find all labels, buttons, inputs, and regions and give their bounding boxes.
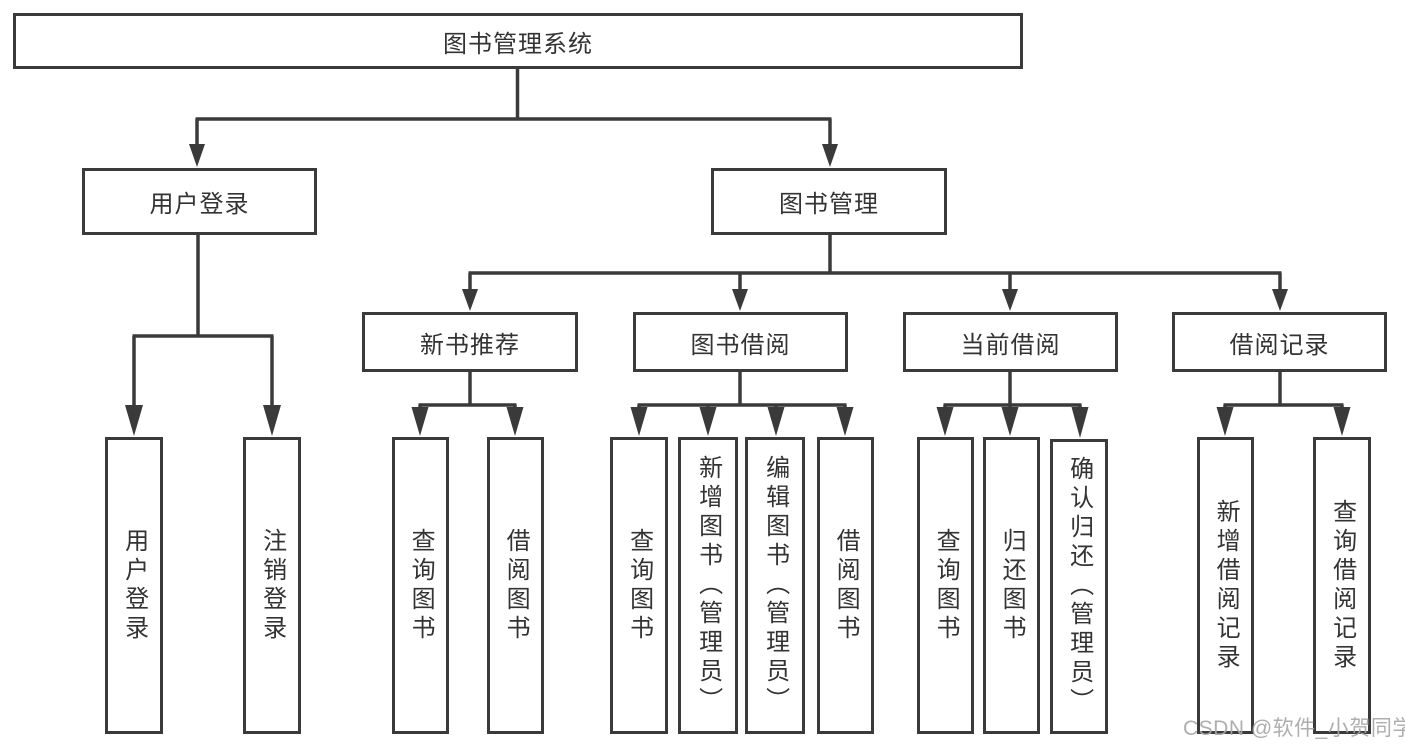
leaf-query-book-borrow-label: 查询图书 xyxy=(625,527,653,644)
arrowhead xyxy=(836,407,854,436)
leaf-query-book-borrow: 查询图书 xyxy=(610,437,668,734)
connector-new-book-branch xyxy=(411,372,524,436)
node-new-book-recommend: 新书推荐 xyxy=(362,312,578,372)
leaf-add-borrow-record: 新增借阅记录 xyxy=(1197,437,1254,734)
leaf-add-book-admin: 新增图书（管理员） xyxy=(678,437,738,734)
csdn-watermark: CSDN @软件_小贺同学 xyxy=(1183,717,1405,740)
node-book-management-label: 图书管理 xyxy=(779,191,879,218)
leaf-query-book-recommend: 查询图书 xyxy=(392,437,449,734)
leaf-query-book-current: 查询图书 xyxy=(917,437,974,734)
node-book-borrow-label: 图书借阅 xyxy=(690,331,791,359)
arrowhead xyxy=(822,144,838,167)
node-borrow-record: 借阅记录 xyxy=(1172,312,1387,372)
arrowhead xyxy=(462,289,478,311)
arrowhead xyxy=(630,407,648,436)
arrowhead xyxy=(263,405,281,436)
arrowhead xyxy=(1002,289,1018,311)
leaf-query-borrow-record: 查询借阅记录 xyxy=(1313,437,1371,734)
leaf-query-book-recommend-label: 查询图书 xyxy=(407,527,435,644)
leaf-borrow-book-label: 借阅图书 xyxy=(832,527,860,644)
arrowhead xyxy=(1001,407,1019,436)
arrowhead xyxy=(189,144,205,167)
leaf-confirm-return-admin-label: 确认归还（管理员） xyxy=(1065,456,1093,717)
node-root-label: 图书管理系统 xyxy=(443,30,593,58)
arrowhead xyxy=(936,407,954,436)
leaf-edit-book-admin-label: 编辑图书（管理员） xyxy=(761,455,789,716)
connector-current-borrow-branch xyxy=(936,372,1089,438)
node-new-book-recommend-label: 新书推荐 xyxy=(420,331,520,359)
leaf-borrow-book: 借阅图书 xyxy=(817,437,874,734)
arrowhead xyxy=(699,407,717,436)
node-user-login: 用户登录 xyxy=(82,168,317,235)
leaf-return-book: 归还图书 xyxy=(983,437,1040,734)
leaf-logout-login-label: 注销登录 xyxy=(258,527,286,644)
node-user-login-label: 用户登录 xyxy=(149,191,250,218)
node-book-management: 图书管理 xyxy=(711,168,947,235)
connector-root-branch xyxy=(189,67,838,167)
node-book-borrow: 图书借阅 xyxy=(633,312,848,372)
connector-user-login-branch xyxy=(125,235,281,436)
connector-borrow-record-branch xyxy=(1216,372,1351,436)
leaf-add-borrow-record-label: 新增借阅记录 xyxy=(1212,498,1240,673)
leaf-query-book-current-label: 查询图书 xyxy=(932,527,960,644)
arrowhead xyxy=(1333,407,1351,436)
connector-book-management-branch xyxy=(462,235,1288,311)
leaf-borrow-book-recommend-label: 借阅图书 xyxy=(502,527,530,644)
leaf-borrow-book-recommend: 借阅图书 xyxy=(487,437,544,734)
node-current-borrow-label: 当前借阅 xyxy=(960,331,1061,359)
connector-book-borrow-branch xyxy=(630,372,854,436)
leaf-query-borrow-record-label: 查询借阅记录 xyxy=(1328,498,1356,673)
node-borrow-record-label: 借阅记录 xyxy=(1229,331,1330,359)
arrowhead xyxy=(1071,407,1089,438)
node-root: 图书管理系统 xyxy=(13,13,1023,69)
leaf-confirm-return-admin: 确认归还（管理员） xyxy=(1050,439,1108,734)
leaf-return-book-label: 归还图书 xyxy=(998,527,1026,644)
leaf-edit-book-admin: 编辑图书（管理员） xyxy=(745,437,805,734)
arrowhead xyxy=(1216,407,1234,436)
arrowhead xyxy=(125,405,143,436)
arrowhead xyxy=(1272,289,1288,311)
arrowhead xyxy=(732,289,748,311)
arrowhead xyxy=(411,407,429,436)
leaf-user-login: 用户登录 xyxy=(105,437,163,734)
leaf-logout-login: 注销登录 xyxy=(243,437,301,734)
leaf-user-login-label: 用户登录 xyxy=(120,527,148,644)
arrowhead xyxy=(506,407,524,436)
leaf-add-book-admin-label: 新增图书（管理员） xyxy=(694,455,722,716)
node-current-borrow: 当前借阅 xyxy=(903,312,1118,372)
arrowhead xyxy=(767,407,785,436)
